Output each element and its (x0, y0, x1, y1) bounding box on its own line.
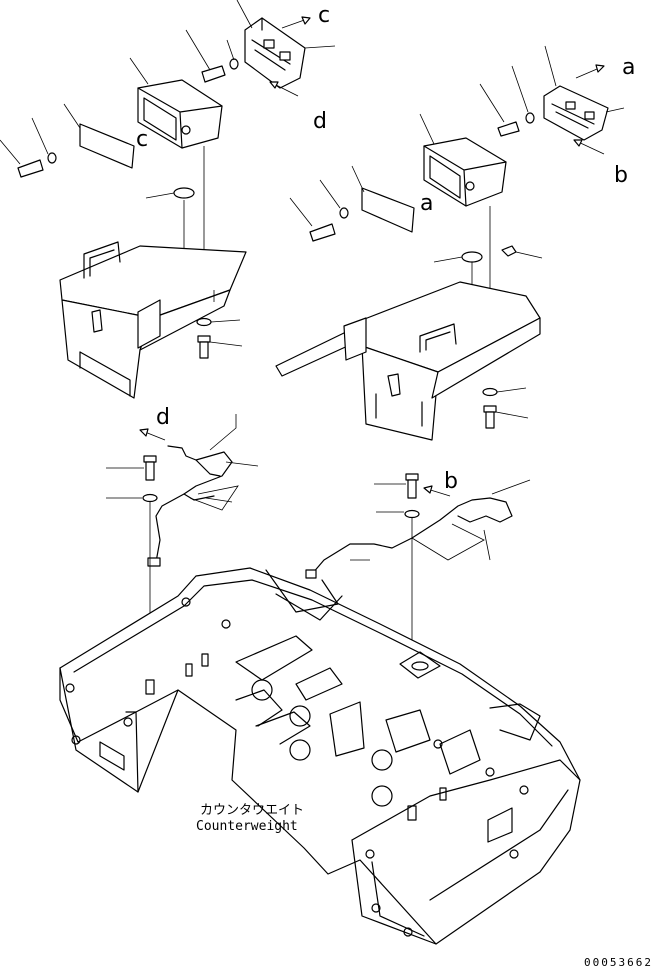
cover-box-left (0, 57, 223, 264)
drawing-number: 00053662 (584, 956, 653, 969)
cover-box-right (289, 113, 543, 322)
counterweight-body (59, 567, 581, 945)
callout-d-top: d (313, 109, 327, 134)
tool-box-right (275, 281, 541, 441)
callout-b-harness: b (444, 469, 458, 494)
callout-a-plate: a (420, 191, 433, 216)
callout-a-top: a (622, 55, 635, 80)
callout-d-harness: d (156, 405, 170, 430)
callout-c-top: c (318, 3, 330, 28)
lamp-left-top (185, 0, 336, 97)
caption-japanese: カウンタウエイト (200, 803, 304, 818)
harness-left (106, 414, 259, 680)
callout-c-plate: c (136, 127, 148, 152)
tool-box-left (59, 241, 247, 399)
lamp-right-top (479, 45, 625, 155)
caption-english: Counterweight (196, 819, 298, 834)
callout-b-top: b (614, 163, 628, 188)
